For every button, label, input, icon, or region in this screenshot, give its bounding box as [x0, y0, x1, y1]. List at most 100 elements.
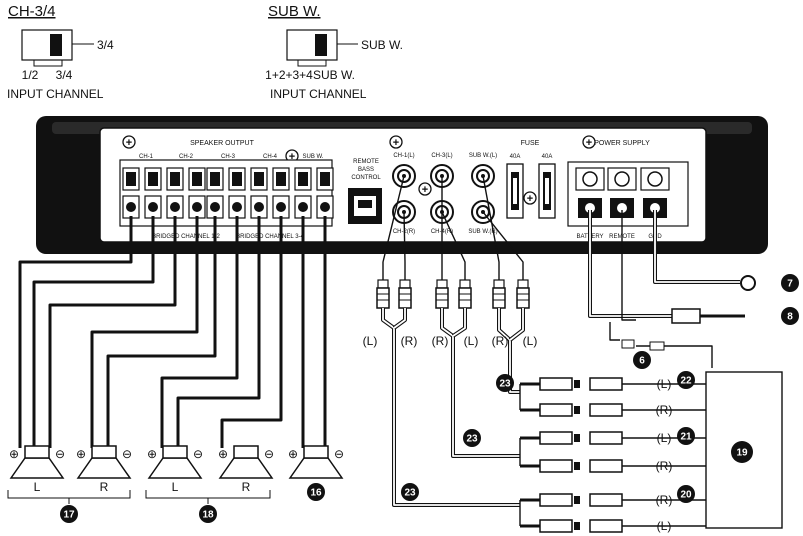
- callout-disc: [677, 371, 695, 389]
- terminal-screw-recess: [320, 172, 330, 186]
- battery-fuse-holder: [671, 308, 701, 324]
- ch34-pos-left: 1/2: [22, 68, 39, 82]
- channel-label-ch3: CH-3: [221, 154, 236, 160]
- coupler-tip: [574, 434, 580, 442]
- callout-ground: 7: [781, 274, 799, 292]
- ch34-caption: INPUT CHANNEL: [7, 87, 104, 101]
- power-supply-label: POWER SUPPLY: [594, 140, 650, 147]
- speaker-output-label: SPEAKER OUTPUT: [190, 140, 255, 147]
- remote-connector: [649, 341, 665, 351]
- power-terminal-hole: [617, 203, 627, 213]
- speaker-wire: [90, 216, 199, 448]
- speaker-magnet: [91, 445, 117, 459]
- rca-plug-tip: [436, 279, 448, 289]
- speaker-label-4: R: [242, 480, 251, 494]
- speaker-terminal: [188, 167, 206, 219]
- callout-number: 18: [202, 510, 214, 521]
- callout-number: 20: [680, 490, 692, 501]
- remote-bass-port-pins: [358, 200, 372, 208]
- callout-disc: [781, 274, 799, 292]
- terminal-hole: [298, 202, 308, 212]
- rca-plug-tip: [459, 279, 471, 289]
- rca-lead: [403, 211, 406, 280]
- speaker-minus-icon: ⊖: [193, 447, 203, 461]
- coupler-male: [539, 519, 573, 533]
- speakers: ⊕⊖⊕⊖⊕⊖⊕⊖⊕⊖: [9, 445, 344, 479]
- callout-rear_out: 21: [677, 427, 695, 445]
- speaker-icon: ⊕⊖: [76, 445, 132, 479]
- power-terminal-screw: [614, 171, 630, 187]
- terminal-screw-recess: [276, 172, 286, 186]
- terminal-screw-recess: [254, 172, 264, 186]
- callout-number: 21: [680, 432, 692, 443]
- battery-wire-inner: [589, 210, 672, 317]
- callout-number: 23: [466, 434, 478, 445]
- terminal-hole: [320, 202, 330, 212]
- rca-plug-body: [376, 287, 390, 309]
- callout-disc: [677, 427, 695, 445]
- rca-plug-body: [458, 287, 472, 309]
- terminal-screw-recess: [210, 172, 220, 186]
- screw-icon: +: [582, 135, 596, 149]
- channel-label-subw: SUB W.: [302, 154, 323, 160]
- rca-plug-label: (R): [401, 334, 418, 348]
- ch34-switch-title: CH-3/4: [8, 3, 56, 20]
- speaker-icon: ⊕⊖: [9, 445, 65, 479]
- coupler-male: [539, 459, 573, 473]
- speaker-cone: [288, 457, 344, 479]
- channel-label-ch4: CH-4: [263, 154, 278, 160]
- callout-disc: [731, 441, 753, 463]
- callout-rca_cable: 23: [496, 374, 514, 392]
- coupler-female: [589, 377, 623, 391]
- callout-number: 8: [787, 312, 793, 323]
- speaker-icon: ⊕⊖: [218, 445, 274, 479]
- callout-number: 19: [736, 448, 748, 459]
- terminal-hole: [232, 202, 242, 212]
- rca-plug-icon: [458, 279, 472, 309]
- speaker-magnet: [24, 445, 50, 459]
- power-terminal: [575, 167, 605, 218]
- rca-plug-label: (R): [432, 334, 449, 348]
- callout-number: 16: [310, 488, 322, 499]
- stereo-output-label: (L): [657, 377, 672, 391]
- rca-plug-label: (L): [464, 334, 479, 348]
- callout-speakers_34: 18: [199, 505, 217, 523]
- terminal-hole: [210, 202, 220, 212]
- fuse-label: FUSE: [521, 140, 540, 147]
- rca-cable-sub-r-inner: [509, 308, 524, 341]
- fuse-icon: [538, 163, 556, 219]
- fuse-rating-2: 40A: [542, 154, 553, 160]
- terminal-hole: [254, 202, 264, 212]
- rca-plug-tip: [517, 279, 529, 289]
- rca-plug-icon: [435, 279, 449, 309]
- coupler-female: [589, 403, 623, 417]
- speaker-plus-icon: ⊕: [76, 447, 86, 461]
- callout-number: 23: [499, 379, 511, 390]
- speaker-minus-icon: ⊖: [334, 447, 344, 461]
- terminal-screw-recess: [170, 172, 180, 186]
- rca-lead: [482, 211, 524, 280]
- rca-label-subwr: SUB W.(R): [468, 229, 497, 235]
- terminal-hole: [276, 202, 286, 212]
- screw-icon: +: [122, 135, 136, 149]
- rca-plug-tip: [399, 279, 411, 289]
- callout-battery: 8: [781, 307, 799, 325]
- rca-lead: [441, 211, 466, 280]
- callout-speakers_12: 17: [60, 505, 78, 523]
- svg-text:+: +: [126, 137, 132, 149]
- terminal-hole: [192, 202, 202, 212]
- callout-disc: [781, 307, 799, 325]
- rca-cable-front-r-inner: [393, 308, 406, 329]
- subw-caption: INPUT CHANNEL: [270, 87, 367, 101]
- subw-switch-bracket: [297, 60, 327, 67]
- rca-coupler-icon: [520, 431, 706, 445]
- rca-lead: [482, 175, 500, 280]
- callout-number: 7: [787, 279, 793, 290]
- rca-plug-icon: [398, 279, 412, 309]
- speaker-terminal: [316, 167, 334, 219]
- rca-jack: [471, 164, 495, 188]
- rca-lead: [382, 175, 405, 280]
- stereo-output-label: (R): [656, 403, 673, 417]
- coupler-female: [589, 431, 623, 445]
- power-terminal-screw: [582, 171, 598, 187]
